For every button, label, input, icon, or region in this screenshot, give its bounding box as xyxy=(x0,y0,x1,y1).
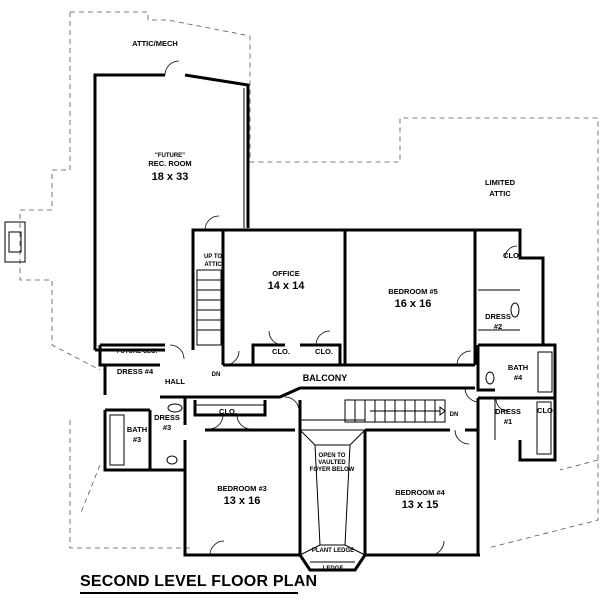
future-clo-label: FUTURE CLO. xyxy=(117,349,158,355)
dress1-label: DRESS xyxy=(495,407,521,416)
clo-office-2-label: CLO. xyxy=(315,347,333,356)
dn-label-2: DN xyxy=(450,412,459,418)
dress2-label: DRESS xyxy=(485,312,511,321)
dress3-label: DRESS xyxy=(154,413,180,422)
dress1-num: #1 xyxy=(504,417,512,426)
bedroom5-label: BEDROOM #5 xyxy=(388,287,438,296)
title-underline xyxy=(80,592,298,594)
bath3-num: #3 xyxy=(133,435,141,444)
clo-right-label: CLO. xyxy=(537,406,555,415)
clo-hall-label: CLO. xyxy=(219,407,237,416)
rec-room-walls xyxy=(93,73,250,352)
attic-mech-label: ATTIC/MECH xyxy=(132,39,178,48)
dn-label-1: DN xyxy=(212,372,221,378)
plant-ledge-label: PLANT LEDGE xyxy=(312,548,354,554)
bedroom4-size: 13 x 15 xyxy=(402,499,439,511)
dress2-num: #2 xyxy=(494,322,502,331)
bedroom3-label: BEDROOM #3 xyxy=(217,484,267,493)
up-to-label: UP TO xyxy=(204,254,222,260)
clo-office-1-label: CLO. xyxy=(272,347,290,356)
future-label: "FUTURE" xyxy=(155,153,185,159)
bedroom3-size: 13 x 16 xyxy=(224,495,261,507)
plan-title: SECOND LEVEL FLOOR PLAN xyxy=(80,573,318,590)
dress3-num: #3 xyxy=(163,423,171,432)
clo-top-right-label: CLO. xyxy=(503,251,521,260)
bath4-label: BATH xyxy=(508,363,528,372)
foyer-below-label: FOYER BELOW xyxy=(310,467,355,473)
limited-label: LIMITED xyxy=(485,178,516,187)
room-labels: ATTIC/MECH "FUTURE" REC. ROOM 18 x 33 LI… xyxy=(117,39,555,572)
open-to-label: OPEN TO xyxy=(319,453,346,459)
hall-label: HALL xyxy=(165,377,185,386)
balcony-label: BALCONY xyxy=(303,373,348,383)
vaulted-label: VAULTED xyxy=(318,460,346,466)
roof-outline xyxy=(4,11,599,549)
office-label: OFFICE xyxy=(272,269,300,278)
bedroom5-size: 16 x 16 xyxy=(395,298,432,310)
bath3-label: BATH xyxy=(127,425,147,434)
attic-label: ATTIC xyxy=(489,189,511,198)
bedroom4-label: BEDROOM #4 xyxy=(395,488,445,497)
rec-room-label: REC. ROOM xyxy=(148,159,191,168)
dress4-label: DRESS #4 xyxy=(117,367,154,376)
rec-room-size: 18 x 33 xyxy=(152,171,189,183)
up-to-attic-label: ATTIC xyxy=(204,262,222,268)
bath4-num: #4 xyxy=(514,373,523,382)
office-size: 14 x 14 xyxy=(268,280,306,292)
ledge-label: LEDGE xyxy=(323,566,344,572)
main-walls xyxy=(98,60,557,572)
